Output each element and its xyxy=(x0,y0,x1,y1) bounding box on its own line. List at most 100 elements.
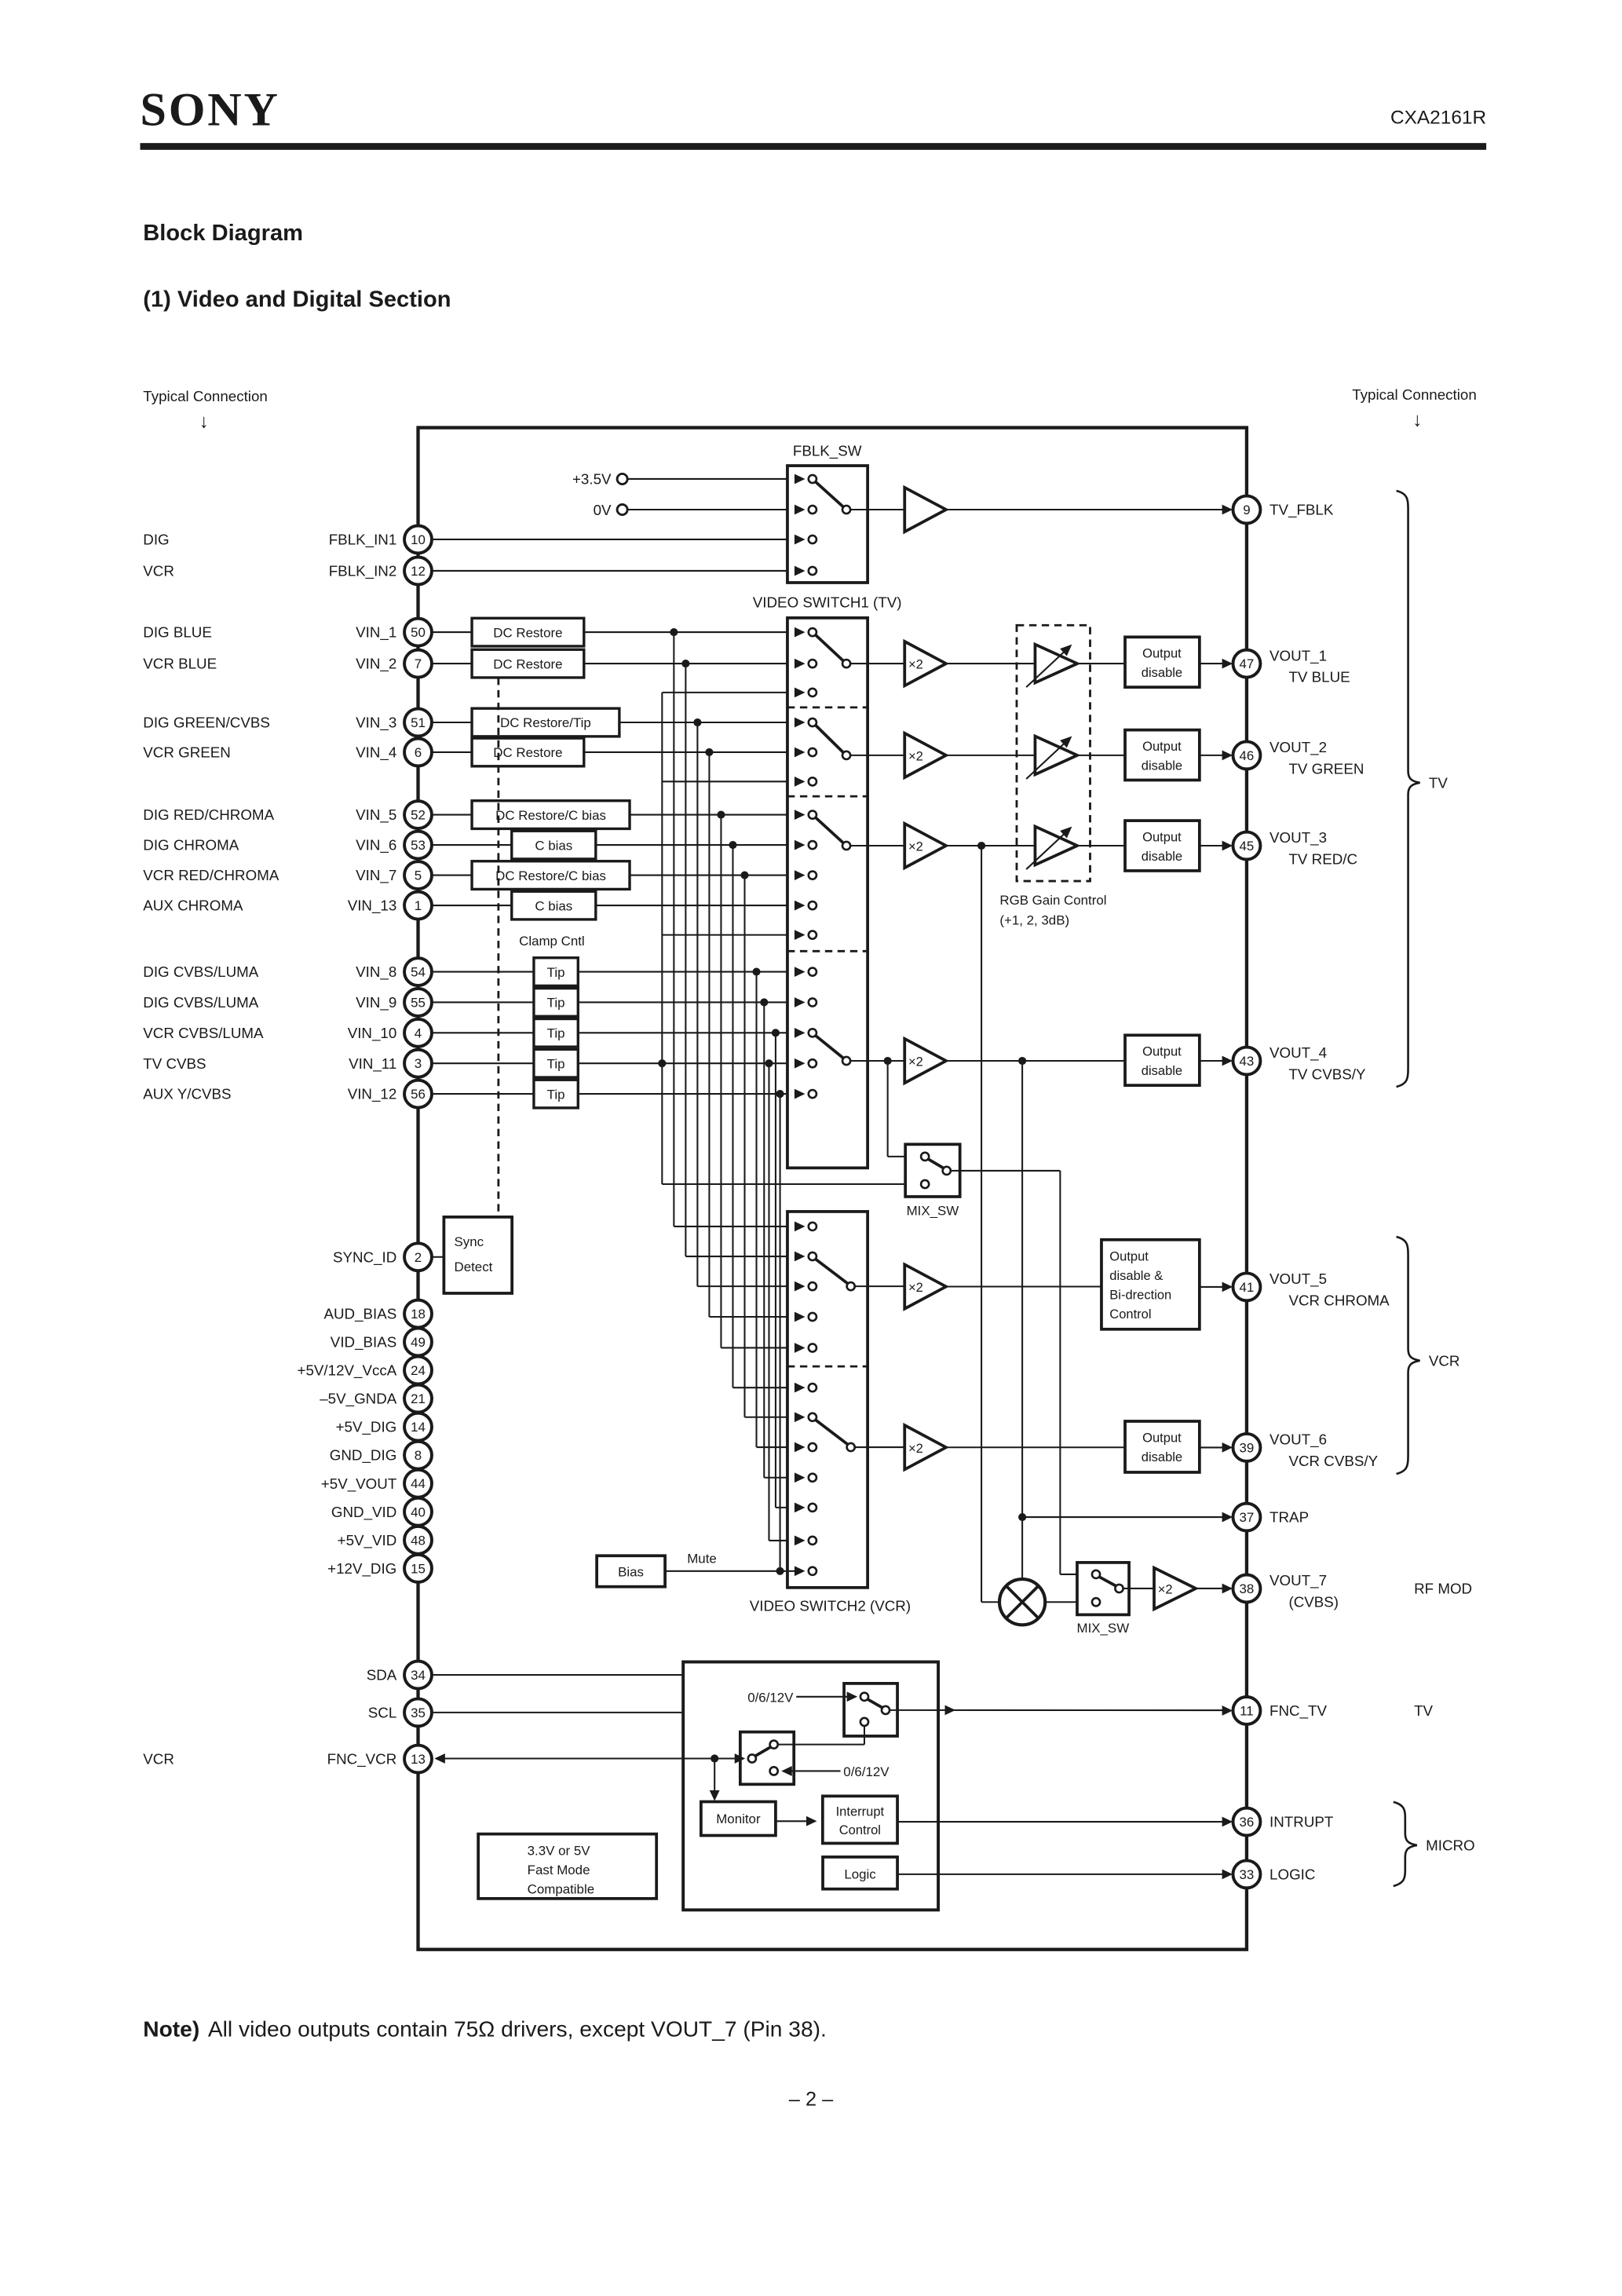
output-disable-label: disable xyxy=(1142,1063,1182,1078)
tip-label: Tip xyxy=(547,965,565,980)
pin-number: 48 xyxy=(411,1533,426,1548)
pin-number: 3 xyxy=(415,1056,422,1071)
pin-ext-label: VCR CVBS/LUMA xyxy=(143,1025,264,1041)
pin-number: 55 xyxy=(411,995,426,1010)
clamp-cntl-label: Clamp Cntl xyxy=(519,934,585,949)
x2-gain-label: ×2 xyxy=(908,839,923,854)
tip-label: Tip xyxy=(547,1056,565,1071)
pin-intrupt: 36 INTRUPT xyxy=(1231,1806,1334,1837)
pin-ext-label: DIG RED/CHROMA xyxy=(143,806,274,823)
pin-vout1: 47 VOUT_1 TV BLUE xyxy=(1231,647,1350,686)
pin-name: VIN_8 xyxy=(356,963,396,981)
mute-label: Mute xyxy=(687,1552,717,1567)
open-terminal-icon xyxy=(616,503,629,517)
pin-number: 54 xyxy=(411,965,426,980)
pin-ext-label: AUX CHROMA xyxy=(143,898,243,914)
fblk-switch-block: FBLK_SW +3.5V 0V xyxy=(572,442,1233,584)
pin-ext-label: DIG xyxy=(143,532,169,548)
pin-number: 14 xyxy=(411,1420,426,1435)
bias-block: Bias Mute xyxy=(595,1552,798,1589)
pin-sub-label: TV BLUE xyxy=(1288,669,1350,686)
output-disable-label: Output xyxy=(1142,1044,1182,1059)
pin-name: VIN_7 xyxy=(356,867,396,884)
page-titles: Block Diagram (1) Video and Digital Sect… xyxy=(143,221,451,313)
pin-name: VIN_3 xyxy=(356,715,396,732)
pin-number: 52 xyxy=(411,808,426,823)
mix-sw-upper-block: MIX_SW xyxy=(886,1061,1061,1574)
video-switch1-label: VIDEO SWITCH1 (TV) xyxy=(753,594,902,611)
pin-number: 11 xyxy=(1240,1703,1254,1718)
pin-5v-dig: 14 +5V_DIG xyxy=(336,1411,433,1442)
pin-name: INTRUPT xyxy=(1269,1814,1334,1830)
dc-restore-label: DC Restore xyxy=(493,656,562,671)
pin-number: 41 xyxy=(1240,1280,1255,1295)
pin-name: FNC_TV xyxy=(1269,1702,1327,1720)
pin-name: –5V_GNDA xyxy=(320,1391,397,1408)
variable-gain-amp-icon xyxy=(1025,733,1081,780)
group-brace-labels: TV VCR MICRO RF MOD TV xyxy=(1414,774,1475,1853)
down-arrow-icon: ↓ xyxy=(1412,410,1422,431)
pin-number: 15 xyxy=(411,1561,426,1576)
rgb-gain-label: RGB Gain Control xyxy=(999,893,1106,908)
pin-name: +5V_DIG xyxy=(336,1419,397,1436)
compat-label: 3.3V or 5V xyxy=(528,1843,591,1858)
note-text: All video outputs contain 75Ω drivers, e… xyxy=(208,2016,827,2041)
pin-number: 21 xyxy=(411,1391,426,1406)
switch-lever xyxy=(867,1698,884,1709)
pin-name: VIN_6 xyxy=(356,837,396,854)
pin-number: 36 xyxy=(1240,1815,1255,1830)
page-title: Block Diagram xyxy=(143,221,303,246)
monitor-label: Monitor xyxy=(716,1812,761,1826)
switch-lever xyxy=(1098,1575,1117,1588)
pin-name: FBLK_IN2 xyxy=(329,563,397,580)
pin-name: SYNC_ID xyxy=(333,1249,396,1266)
bus-wires xyxy=(658,628,922,1575)
typical-connection-right: Typical Connection xyxy=(1352,386,1477,403)
pin-5v-vid: 48+5V_VID xyxy=(338,1524,433,1556)
chip-outline xyxy=(416,426,1249,1951)
pin-ext-label: DIG CHROMA xyxy=(143,837,239,854)
buffer-amp-icon xyxy=(903,484,950,535)
output-disable-blocks: Output disable Output disable Output dis… xyxy=(1100,635,1201,1474)
pin-name: VID_BIAS xyxy=(331,1334,396,1351)
pin-name: VOUT_2 xyxy=(1269,739,1327,756)
sync-detect-block: Sync Detect xyxy=(442,1216,514,1295)
pin-sub-label: TV GREEN xyxy=(1288,760,1364,777)
plus-3-5v-label: +3.5V xyxy=(572,471,612,488)
pin-name: VOUT_1 xyxy=(1269,647,1327,664)
vcr-brace xyxy=(1396,1235,1420,1475)
header-rule xyxy=(140,143,1487,150)
pin-number: 35 xyxy=(411,1706,426,1720)
input-wires xyxy=(431,477,798,1760)
typical-connection-left: Typical Connection xyxy=(143,388,268,404)
pin-number: 47 xyxy=(1240,656,1255,671)
pin-number: 56 xyxy=(411,1087,426,1102)
logic-label: Logic xyxy=(844,1867,875,1882)
switch-lever xyxy=(814,634,845,663)
pin-sub-label: TV RED/C xyxy=(1288,850,1357,867)
sync-detect-label: Sync xyxy=(455,1234,484,1249)
pin-sub-label: TV CVBS/Y xyxy=(1288,1066,1366,1082)
pin-number: 51 xyxy=(411,715,426,730)
sync-detect-label: Detect xyxy=(455,1260,493,1274)
pin-name: LOGIC xyxy=(1269,1866,1315,1882)
output-disable-bidirection-label: Control xyxy=(1109,1307,1151,1322)
micro-brace xyxy=(1393,1801,1418,1888)
pin-number: 34 xyxy=(411,1668,426,1683)
switch-lever xyxy=(814,1257,849,1285)
x2-gain-label: ×2 xyxy=(908,1055,923,1069)
